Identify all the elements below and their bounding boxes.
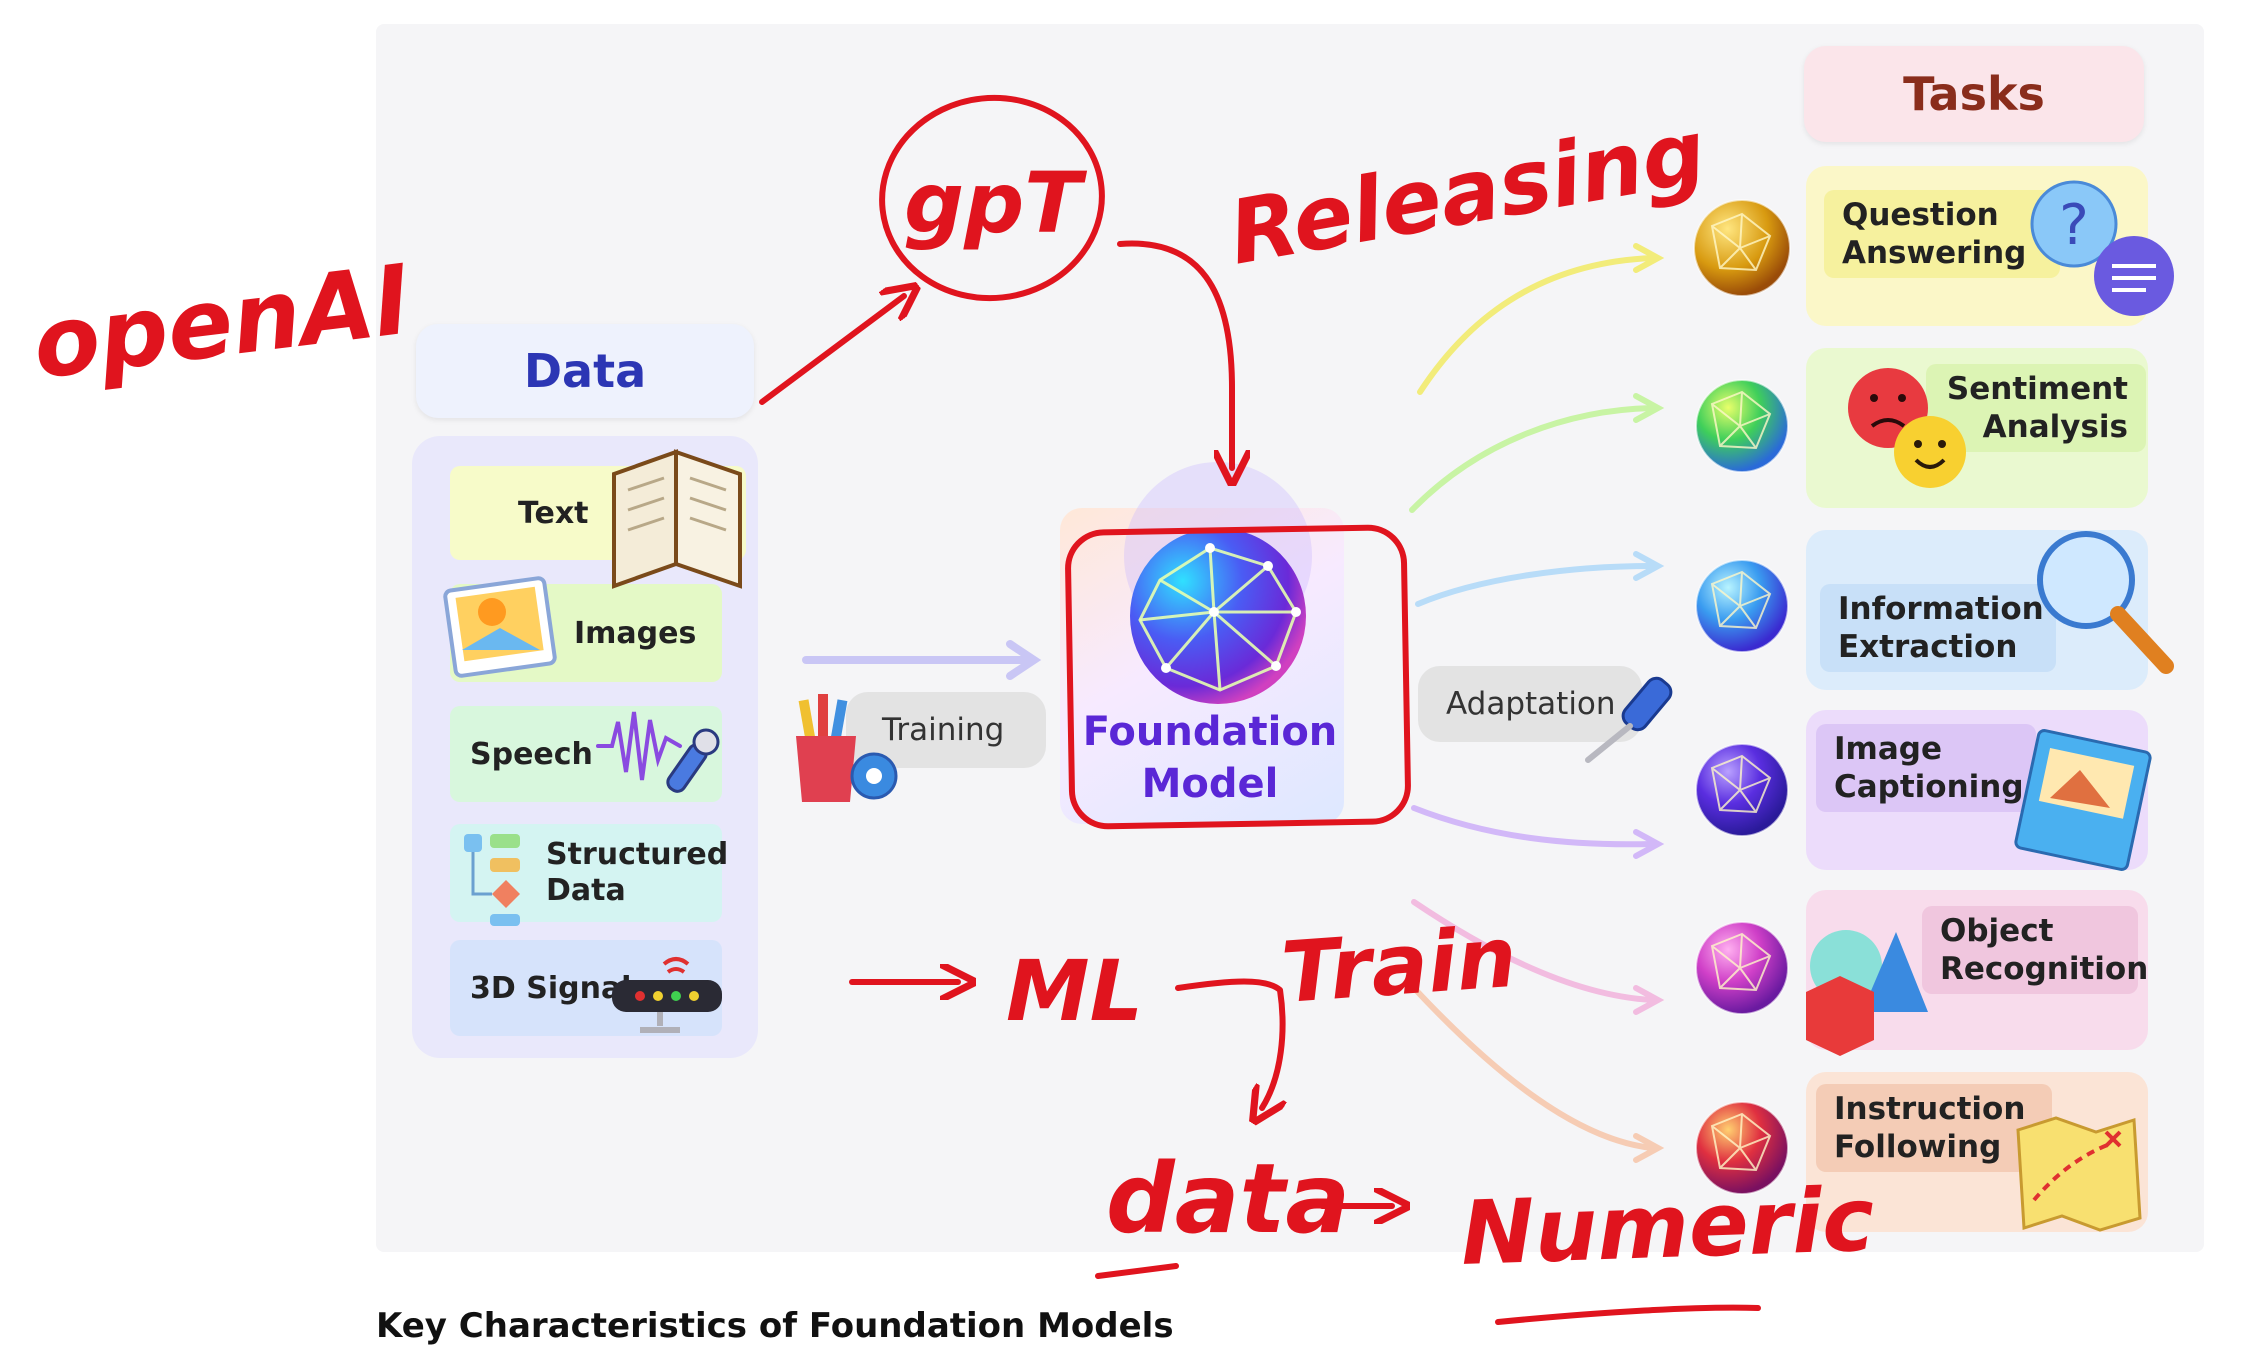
foundation-model-label: Foundation Model bbox=[1082, 709, 1338, 807]
task-object-recognition: Object Recognition bbox=[1806, 890, 2148, 1050]
foundation-model-sphere-icon bbox=[1124, 462, 1312, 704]
question-bubble-icon: ? bbox=[2030, 180, 2174, 316]
book-icon bbox=[612, 449, 742, 589]
arrow-to-instruction-following bbox=[1411, 985, 1655, 1151]
arrow-to-information-extraction bbox=[1415, 563, 1655, 607]
images-icon bbox=[443, 576, 557, 678]
waveform-microphone-icon bbox=[596, 711, 720, 793]
gpt-circle bbox=[879, 94, 1105, 302]
annotation-openai: openAI bbox=[27, 244, 416, 401]
data-underline bbox=[1095, 1263, 1179, 1279]
flowchart-icon bbox=[464, 834, 520, 926]
task-orbs bbox=[1693, 199, 1791, 1195]
data-item-text-label: Text bbox=[518, 495, 589, 531]
annotation-ml: ML bbox=[1006, 942, 1143, 1040]
adaptation-label: Adaptation bbox=[1446, 686, 1616, 722]
handwritten-annotations bbox=[759, 94, 1761, 1325]
annotation-data: data bbox=[1106, 1143, 1350, 1255]
emoji-faces-icon bbox=[1848, 368, 1966, 488]
annotation-train: Train bbox=[1279, 908, 1520, 1022]
task-arrows bbox=[1409, 243, 1665, 1163]
treasure-map-icon bbox=[2016, 1116, 2142, 1232]
task-instruction-following-label: Instruction Following bbox=[1816, 1084, 2052, 1172]
task-image-captioning-label: Image Captioning bbox=[1816, 724, 2036, 812]
section-heading: Key Characteristics of Foundation Models bbox=[376, 1306, 1174, 1346]
picture-card-icon bbox=[2014, 729, 2152, 871]
training-label: Training bbox=[882, 712, 1005, 748]
data-item-structured-data-label: Structured Data bbox=[546, 837, 729, 908]
screwdriver-icon bbox=[1585, 676, 1673, 763]
numeric-underline bbox=[1495, 1304, 1761, 1325]
arrow-to-question-answering bbox=[1417, 255, 1655, 395]
arrow-to-image-captioning bbox=[1411, 805, 1655, 848]
svg-text:?: ? bbox=[2059, 193, 2089, 258]
arrow-to-sentiment-analysis bbox=[1409, 405, 1655, 513]
arrow-to-object-recognition bbox=[1411, 899, 1655, 1003]
magnifying-glass-icon bbox=[2037, 531, 2174, 674]
pencil-cup-icon bbox=[796, 694, 898, 802]
3d-shapes-icon bbox=[1806, 930, 1928, 1056]
adaptation-pill: Adaptation bbox=[1418, 666, 1642, 742]
task-information-extraction-label: Information Extraction bbox=[1820, 584, 2056, 672]
tasks-header: Tasks bbox=[1804, 46, 2144, 142]
data-item-speech-label: Speech bbox=[470, 736, 593, 772]
releasing-arrow bbox=[1117, 240, 1232, 468]
router-signal-icon bbox=[612, 957, 722, 1033]
foundation-model-highlight bbox=[1065, 524, 1411, 830]
data-item-images-label: Images bbox=[574, 615, 697, 651]
data-header: Data bbox=[416, 324, 754, 418]
annotation-numeric: Numeric bbox=[1459, 1168, 1876, 1285]
openai-to-gpt-arrow bbox=[759, 296, 904, 405]
ml-to-train-arrow bbox=[1175, 978, 1283, 1109]
annotation-gpt: gpT bbox=[904, 154, 1087, 252]
task-sentiment-analysis: Sentiment Analysis bbox=[1806, 348, 2148, 508]
training-arrow bbox=[802, 640, 1042, 680]
task-object-recognition-label: Object Recognition bbox=[1922, 906, 2148, 994]
task-sentiment-analysis-label: Sentiment Analysis bbox=[1926, 364, 2146, 452]
task-question-answering-label: Question Answering bbox=[1824, 190, 2060, 278]
handwritten-text: openAI gpT Releasing ML Train data Numer… bbox=[27, 100, 1876, 1285]
